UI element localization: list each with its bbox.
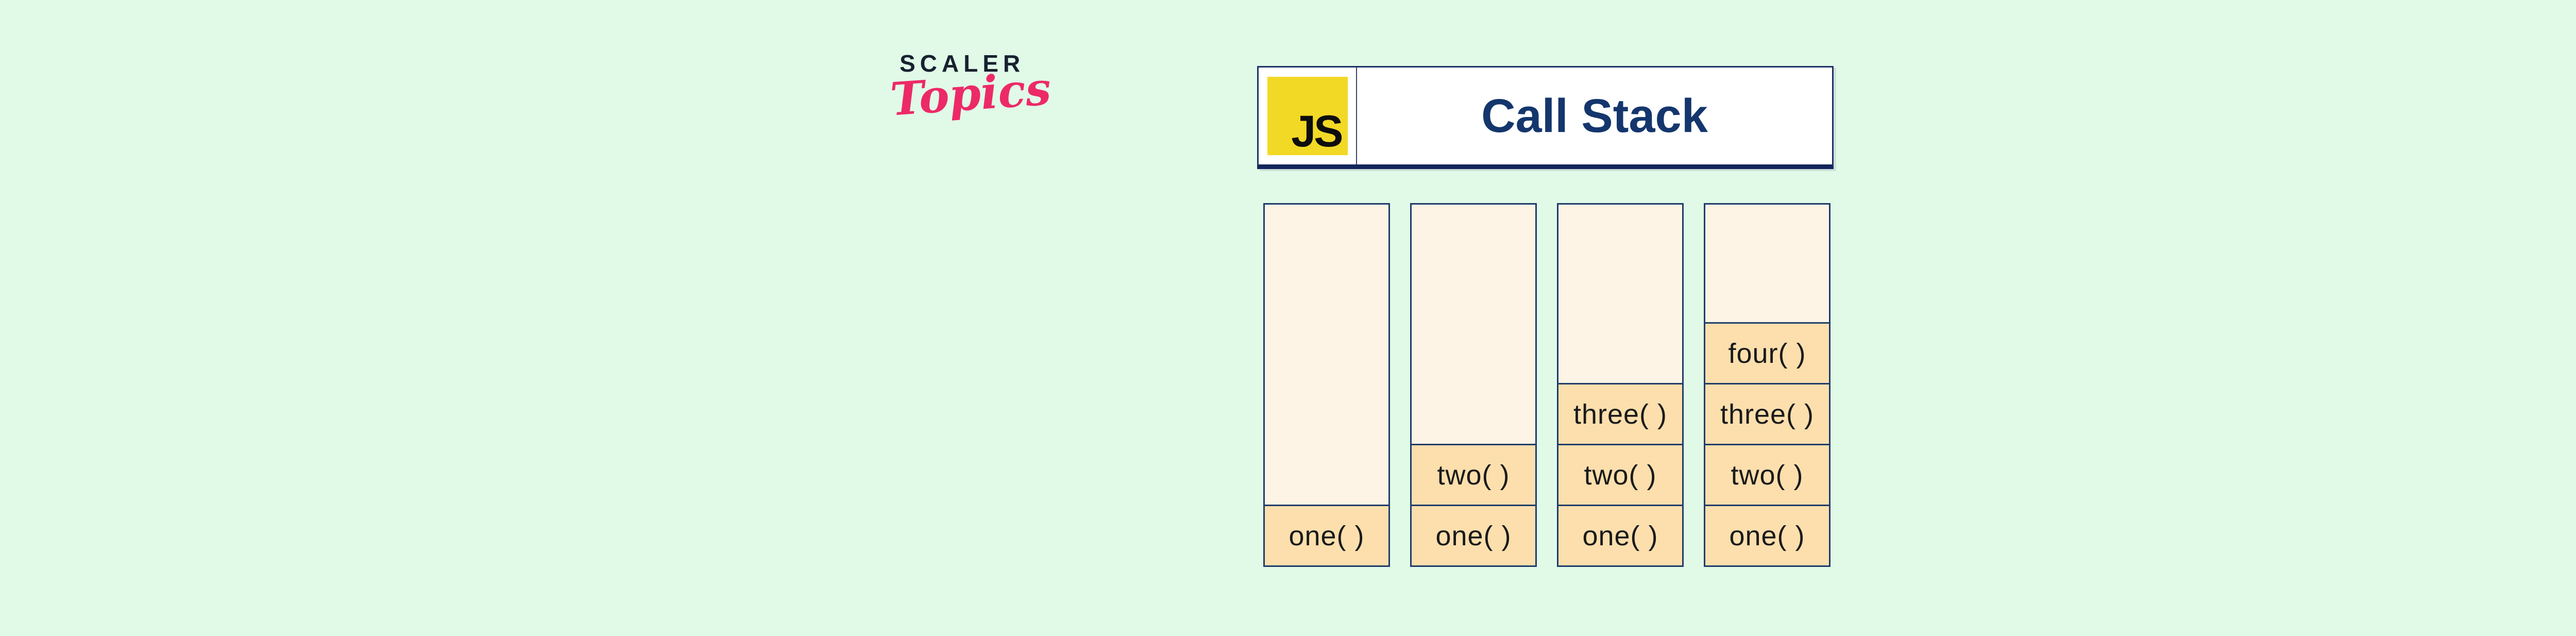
page-title: Call Stack bbox=[1481, 89, 1708, 142]
stack-column-1: one( ) bbox=[1263, 203, 1390, 567]
stack-frame: two( ) bbox=[1705, 444, 1829, 505]
js-logo-cell: JS bbox=[1259, 68, 1357, 164]
stack-empty-space bbox=[1412, 205, 1535, 444]
js-badge-text: JS bbox=[1291, 107, 1343, 157]
stack-empty-space bbox=[1705, 205, 1829, 322]
stack-frame: two( ) bbox=[1412, 444, 1535, 505]
stack-frame: two( ) bbox=[1558, 444, 1682, 505]
brand-name: SCALER bbox=[900, 50, 1025, 77]
stack-frame: one( ) bbox=[1265, 505, 1388, 565]
stack-column-3: three( ) two( ) one( ) bbox=[1557, 203, 1684, 567]
stack-frame: three( ) bbox=[1705, 383, 1829, 444]
stack-frame: one( ) bbox=[1558, 505, 1682, 565]
stack-empty-space bbox=[1558, 205, 1682, 383]
stack-empty-space bbox=[1265, 205, 1388, 505]
header-title-cell: Call Stack bbox=[1357, 68, 1832, 164]
call-stack-header: JS Call Stack bbox=[1257, 66, 1834, 169]
scaler-topics-logo: SCALER Topics bbox=[889, 50, 1053, 126]
stack-frame: one( ) bbox=[1705, 505, 1829, 565]
stack-column-4: four( ) three( ) two( ) one( ) bbox=[1704, 203, 1831, 567]
stack-frame: one( ) bbox=[1412, 505, 1535, 565]
stack-diagram: one( ) two( ) one( ) three( ) two( ) one… bbox=[1263, 203, 1831, 567]
stack-frame: four( ) bbox=[1705, 322, 1829, 383]
stack-frame: three( ) bbox=[1558, 383, 1682, 444]
brand-script: Topics bbox=[888, 61, 1053, 126]
javascript-icon: JS bbox=[1267, 77, 1348, 155]
stack-column-2: two( ) one( ) bbox=[1410, 203, 1537, 567]
